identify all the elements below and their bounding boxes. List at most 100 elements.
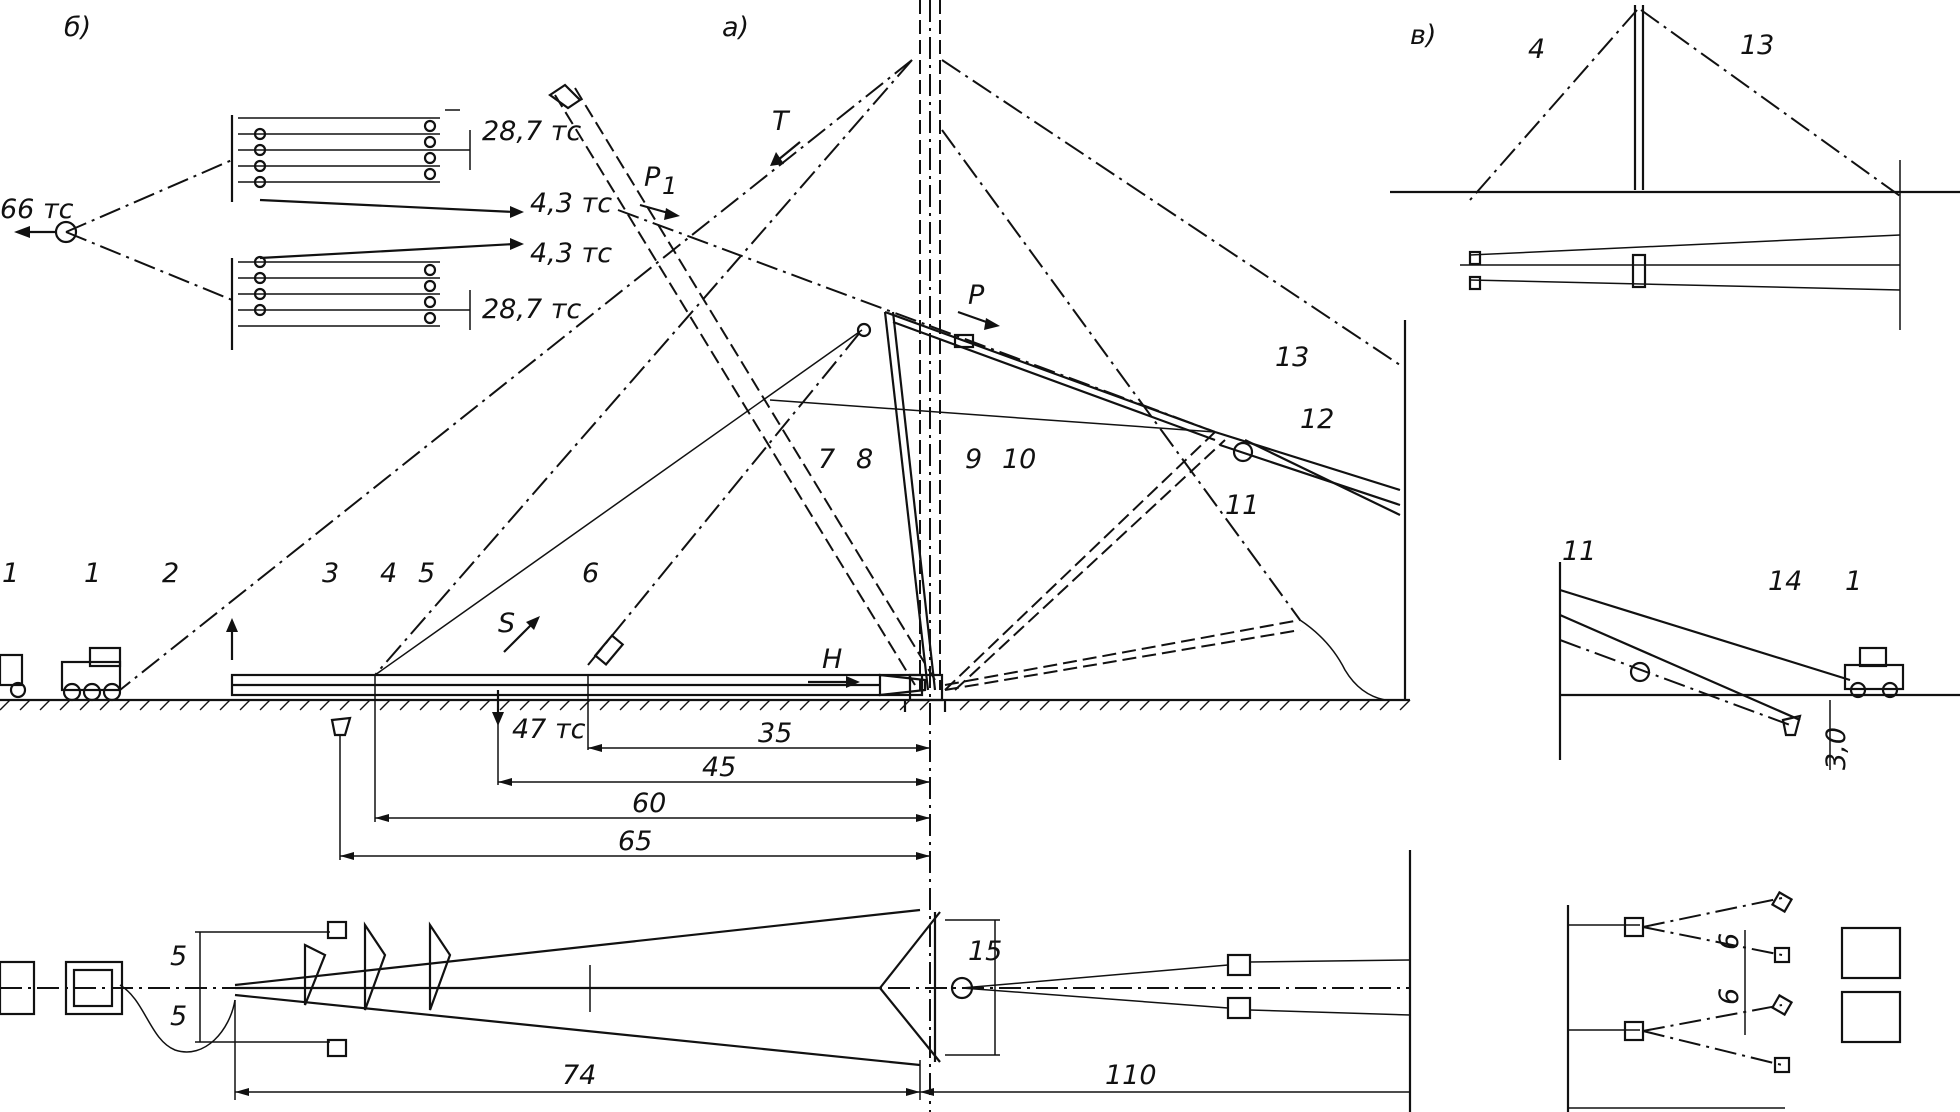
mast-inclined-b: [574, 87, 936, 681]
h-arrow-head: [846, 676, 860, 688]
block-6: [593, 633, 625, 667]
callout-9: 9: [965, 444, 982, 475]
detail-callout-14: 14: [1768, 566, 1802, 597]
cable-2: [119, 59, 913, 691]
frame-member-10-a: [884, 310, 1216, 434]
detail-plan-tractor-a: [1840, 926, 1902, 980]
detail-plan-block-upper: [1623, 916, 1645, 938]
tackle-lower-run: [65, 231, 233, 301]
side-anchor-left-b: [1468, 275, 1482, 291]
plan-tractors: [0, 960, 124, 1016]
detail-anchor-1: [1770, 890, 1794, 914]
block-9: [953, 333, 975, 349]
cable-sag: [1299, 619, 1386, 701]
tackle-top-anchor: 28,7 тс: [482, 116, 581, 147]
detail-dim-30: 3,0: [1821, 727, 1852, 770]
mast-inclined-a: [554, 94, 916, 686]
detail-callout-1: 1: [1845, 566, 1862, 597]
a-frame-leg-8b: [891, 311, 937, 691]
member-12-c: [1244, 439, 1401, 516]
detail-callout-11: 11: [1562, 536, 1596, 567]
plan-guy-lower-ext: [1249, 1009, 1411, 1016]
plan-supports: [303, 920, 452, 1058]
detail-view: 11 14 1 3,0 6 6: [1558, 536, 1960, 1112]
plan-guy-upper-ext: [1249, 959, 1411, 963]
load-47: 47 тс: [512, 714, 586, 745]
side-callout-4: 4: [1528, 34, 1545, 65]
callout-12: 12: [1300, 404, 1334, 435]
callout-5: 5: [418, 558, 435, 589]
callout-13: 13: [1275, 342, 1309, 373]
side-mast-plan: [1631, 253, 1647, 289]
dim-5b: 5: [170, 1001, 187, 1032]
member-12-b: [1219, 443, 1401, 507]
detail-anchor-3: [1770, 993, 1794, 1017]
dim-45: 45: [702, 752, 736, 783]
force-p1: P: [644, 162, 661, 193]
tractor-1b: [60, 646, 122, 702]
plan-block-upper: [1226, 953, 1252, 977]
cable-4: [374, 59, 913, 676]
tackle-bottom-line: 4,3 тс: [530, 238, 612, 269]
callout-7: 7: [818, 444, 835, 475]
tackle-upper-run: [65, 159, 233, 233]
cable-frame-link: [769, 399, 1216, 433]
side-cable-13: [1640, 9, 1901, 197]
detail-cable-c: [1559, 639, 1791, 726]
back-brace-a: [944, 431, 1216, 691]
force-s: S: [498, 608, 515, 639]
plan-leg-upper: [234, 908, 921, 987]
detail-anchor-2: [1773, 946, 1791, 964]
side-anchor-left-a: [1468, 250, 1482, 266]
dim-5a: 5: [170, 941, 187, 972]
callout-2: 2: [162, 558, 179, 589]
view-v-label: в): [1410, 20, 1436, 51]
back-brace-b: [954, 439, 1226, 691]
plan-view: 5 5 15 74 110: [0, 850, 1412, 1112]
t-arrow-head: [770, 152, 784, 166]
tackle-scheme: б): [0, 12, 612, 350]
elevation-dimensions: [340, 744, 930, 860]
force-h: H: [822, 644, 842, 675]
detail-plan-tractor-b: [1840, 990, 1902, 1044]
side-plan-upper: [1469, 234, 1901, 256]
dim-35: 35: [758, 718, 792, 749]
side-plan-lower: [1469, 279, 1901, 291]
detail-plan-guy-1: [1642, 897, 1783, 928]
detail-dim-6a: 6: [1714, 933, 1745, 950]
t-arrow: [777, 141, 801, 161]
callout-10: 10: [1002, 444, 1036, 475]
callout-6: 6: [582, 558, 599, 589]
detail-dim-6b: 6: [1714, 988, 1745, 1005]
detail-block-11: [1629, 661, 1651, 683]
plan-leg-lower: [234, 993, 921, 1067]
tail-brace-a: [944, 629, 1301, 691]
view-a-label: а): [722, 12, 749, 43]
detail-anchor-4: [1773, 1056, 1791, 1074]
plan-head-upper: [879, 911, 941, 989]
elevation-view: 35 45 60 65 T P 1 P S H 47 тс 1 1 2 3 4 …: [0, 0, 1411, 1112]
plan-block-lower: [1226, 996, 1252, 1020]
side-callout-13: 13: [1740, 30, 1774, 61]
force-t: T: [772, 106, 791, 137]
side-cable-4: [1469, 9, 1638, 201]
frame-member-10-b: [892, 320, 1216, 442]
dim-65: 65: [618, 826, 652, 857]
tackle-upper-bank: [230, 109, 524, 218]
up-arrow-head: [226, 618, 238, 632]
detail-plan-guy-4: [1642, 1030, 1783, 1066]
mast-tip: [878, 673, 927, 697]
cable-p1: [617, 209, 1216, 433]
callout-1b: 1: [84, 558, 101, 589]
plan-head-lower: [879, 987, 941, 1063]
detail-cable-b: [1559, 613, 1801, 722]
side-view: в) 4 13: [1390, 5, 1960, 330]
block-11: [1232, 441, 1254, 463]
callout-4: 4: [380, 558, 397, 589]
cable-5: [374, 329, 863, 676]
tackle-total: 66 тс: [0, 194, 74, 225]
tackle-pull-arrow: [14, 226, 30, 238]
dim-15: 15: [968, 936, 1002, 967]
